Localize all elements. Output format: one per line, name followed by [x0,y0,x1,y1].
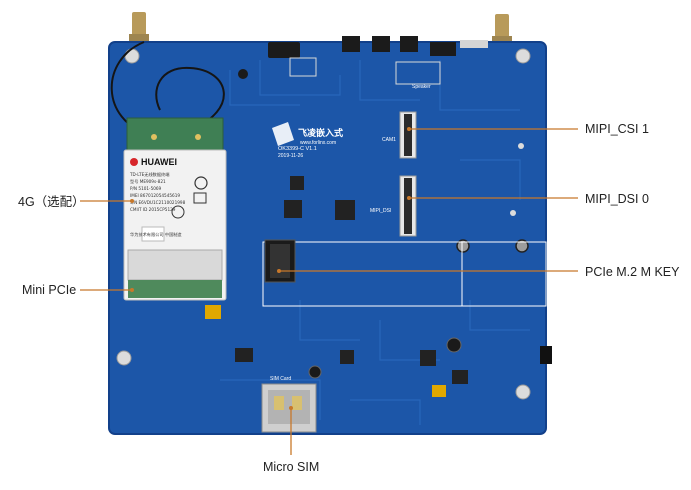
module-line2: 型号 ME909s-821 [130,178,166,185]
label-micro-sim: Micro SIM [263,460,320,474]
mipi-dsi-connector [399,175,417,237]
module-line4: IMEI 867012054545619 [130,193,180,198]
label-mipi-dsi: MIPI_DSI 0 [585,192,649,206]
top-connectors [268,36,488,85]
micro-sim-slot [261,383,317,433]
callout-dots [130,127,411,410]
huawei-logo-icon [130,158,138,166]
label-mini-pcie: Mini PCIe [22,283,77,297]
module-line3: P/N 5101-5069 [130,186,162,191]
date-silk: 2019-11-26 [278,153,303,159]
website-silk: www.forlinx.com [300,140,336,146]
label-4g: 4G（选配） [18,195,85,209]
module-brand: HUAWEI [141,157,177,167]
label-mipi-csi: MIPI_CSI 1 [585,122,649,136]
lte-module [123,117,227,301]
model-silk: OK3399-C V1.1 [278,146,317,152]
antenna-left [129,12,149,44]
components [205,176,552,397]
mipi-csi-connector [399,111,417,159]
module-line5: S/N E6VDU1C2110021998 [130,200,186,205]
cam-silk: CAM1 [382,137,396,143]
module-line7: 华为技术有限公司 中国制造 [130,231,182,238]
sim-silk: SIM Card [270,376,291,382]
speaker-silk: Speaker [412,84,431,90]
brand-silk: 飞凌嵌入式 [298,127,343,139]
dsi-silk: MIPI_DSI [370,208,391,214]
module-line6: CMIIT ID 2015CP5129 [130,207,176,212]
m2-slot [262,239,547,307]
forlinx-logo [272,122,294,146]
label-pcie-m2: PCIe M.2 M KEY [585,265,680,279]
module-line1: TD-LTE无线数据终端 [129,171,169,178]
callout-lines [80,128,578,455]
